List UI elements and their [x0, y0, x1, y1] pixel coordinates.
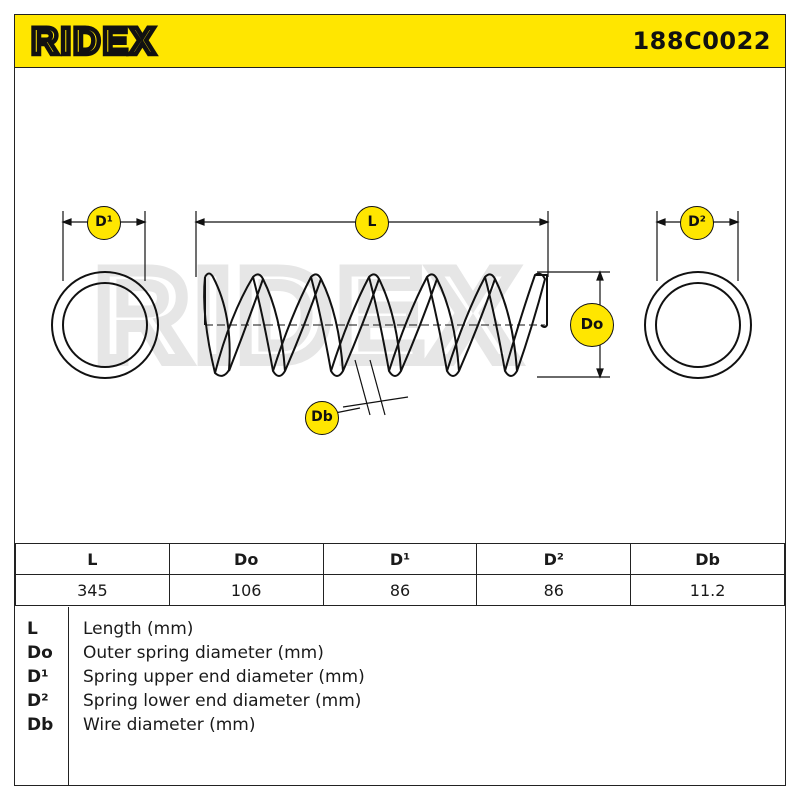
legend-divider [68, 607, 69, 785]
product-sheet: RIDEX 188C0022 RIDEX [14, 14, 786, 786]
lower-end-ring [644, 271, 752, 379]
do-arrow-bottom [596, 368, 604, 379]
upper-end-ring [51, 271, 159, 379]
legend-code: D¹ [27, 667, 49, 687]
d2-arrow-right [729, 218, 740, 226]
badge-outer-diameter: Do [570, 303, 614, 347]
db-leader [334, 407, 361, 414]
badge-wire-diameter: Db [305, 401, 339, 435]
spring-drawing [51, 211, 752, 416]
db-extension-right [369, 359, 386, 416]
specs-header-d2: D² [476, 543, 632, 575]
specs-table: L Do D¹ D² Db 345 106 86 86 11.2 [15, 543, 785, 606]
specs-header-row: L Do D¹ D² Db [15, 543, 785, 575]
d1-arrow-right [136, 218, 147, 226]
specs-header-db: Db [630, 543, 785, 575]
legend-code: Db [27, 715, 54, 735]
db-extension-left [354, 359, 371, 416]
l-arrow-right [539, 218, 550, 226]
specs-value-do: 106 [168, 574, 324, 606]
brand-wordmark: RIDEX [31, 21, 157, 61]
legend-code: L [27, 619, 38, 639]
legend-description: Outer spring diameter (mm) [83, 643, 324, 663]
part-number: 188C0022 [632, 27, 771, 55]
db-dimension-line [342, 396, 409, 408]
specs-value-db: 11.2 [630, 574, 785, 606]
badge-d2: D² [680, 206, 714, 240]
badge-d1: D¹ [87, 206, 121, 240]
legend-code: Do [27, 643, 53, 663]
specs-header-d1: D¹ [322, 543, 478, 575]
legend-description: Spring upper end diameter (mm) [83, 667, 365, 687]
d1-arrow-left [61, 218, 72, 226]
legend-item: Db Wire diameter (mm) [15, 715, 785, 739]
badge-length: L [355, 206, 389, 240]
legend-description: Spring lower end diameter (mm) [83, 691, 362, 711]
legend: L Length (mm) Do Outer spring diameter (… [15, 607, 785, 785]
specs-header-l: L [15, 543, 170, 575]
legend-item: Do Outer spring diameter (mm) [15, 643, 785, 667]
legend-item: D¹ Spring upper end diameter (mm) [15, 667, 785, 691]
specs-value-row: 345 106 86 86 11.2 [15, 574, 785, 606]
legend-item: L Length (mm) [15, 619, 785, 643]
coil-spring [203, 272, 548, 377]
ridex-logo: RIDEX [29, 21, 157, 61]
do-arrow-top [596, 270, 604, 281]
legend-item: D² Spring lower end diameter (mm) [15, 691, 785, 715]
legend-description: Wire diameter (mm) [83, 715, 256, 735]
legend-code: D² [27, 691, 49, 711]
l-arrow-left [194, 218, 205, 226]
d2-arrow-left [655, 218, 666, 226]
specs-value-d1: 86 [322, 574, 478, 606]
header-bar: RIDEX 188C0022 [15, 15, 785, 68]
specs-value-l: 345 [15, 574, 170, 606]
specs-header-do: Do [168, 543, 324, 575]
specs-value-d2: 86 [476, 574, 632, 606]
legend-description: Length (mm) [83, 619, 194, 639]
